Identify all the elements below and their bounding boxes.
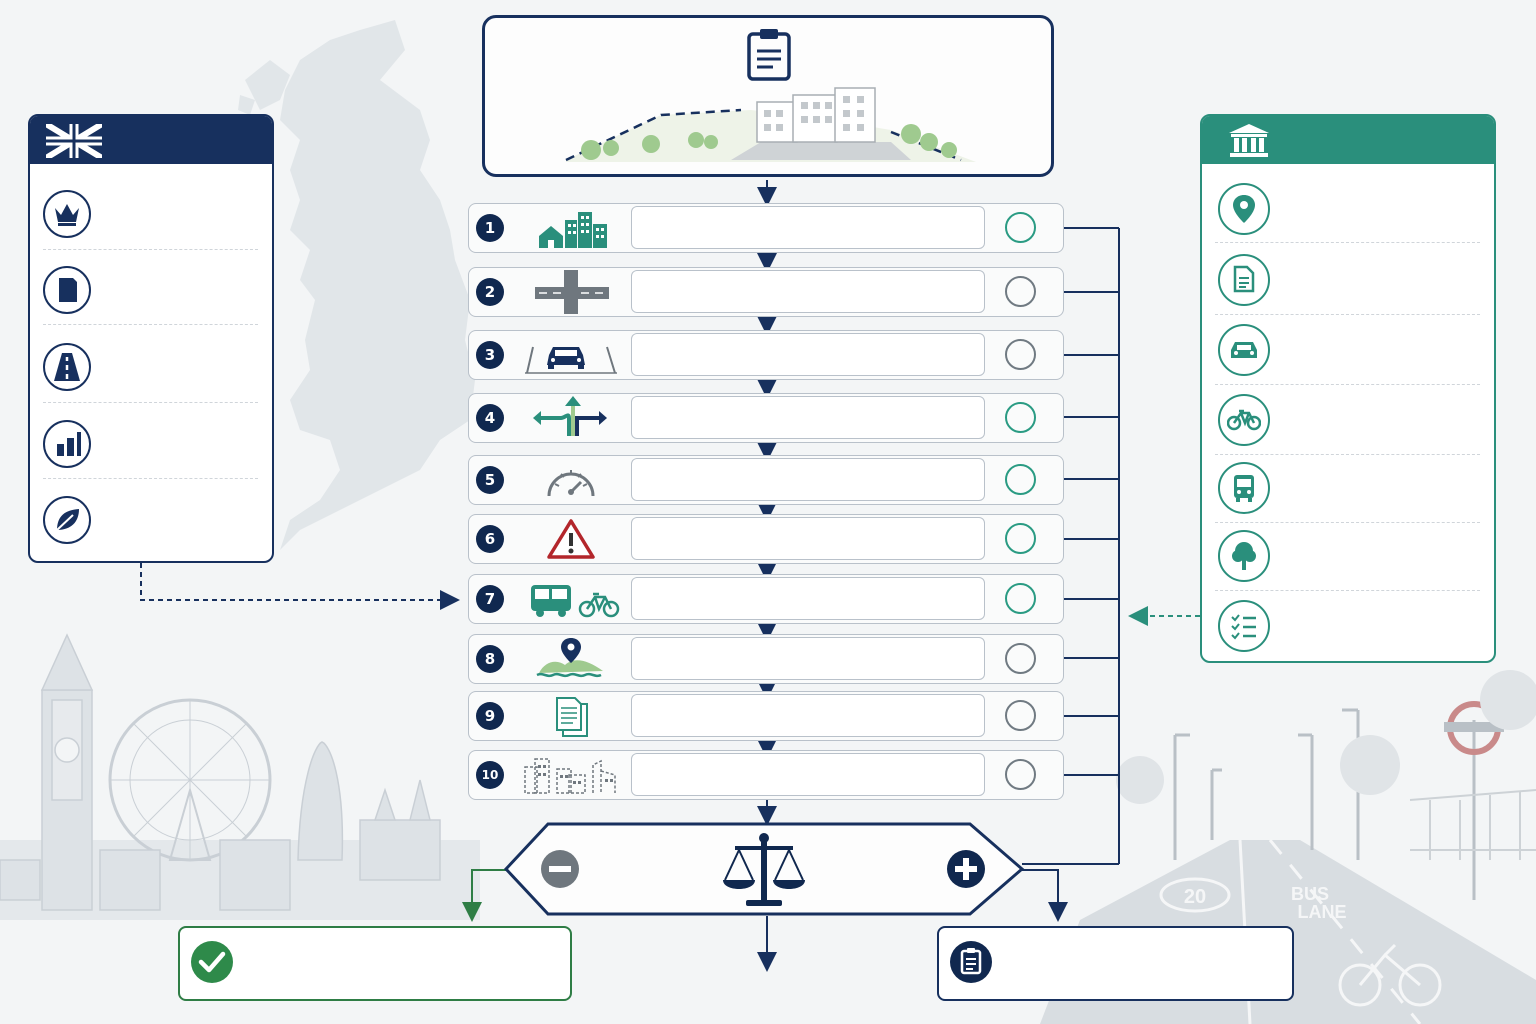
statistics-icon: [57, 432, 81, 456]
plus-icon[interactable]: [947, 850, 985, 888]
assessment-step-6[interactable]: 6: [468, 514, 1064, 564]
assessment-step-8[interactable]: 8: [468, 634, 1064, 684]
step-status-check[interactable]: [1005, 643, 1036, 674]
step-number: 6: [476, 525, 504, 553]
step-field[interactable]: [631, 333, 985, 376]
step-field[interactable]: [631, 458, 985, 501]
step-status-check[interactable]: [1005, 276, 1036, 307]
assessment-step-10[interactable]: 10: [468, 750, 1064, 800]
documents-icon: [556, 697, 588, 737]
buildings-icon: [539, 212, 607, 248]
assessment-step-9[interactable]: 9: [468, 691, 1064, 741]
council-building-icon: [1229, 124, 1269, 157]
step-number: 10: [476, 761, 504, 789]
policy-document-icon: [59, 278, 77, 302]
bus-lane-text-2: LANE: [1298, 902, 1347, 922]
bicycle-icon: [1227, 409, 1261, 431]
local-panel-header: [1202, 116, 1494, 164]
step-field[interactable]: [631, 206, 985, 249]
step-field[interactable]: [631, 396, 985, 439]
step-status-check[interactable]: [1005, 759, 1036, 790]
road-icon: [54, 353, 80, 381]
site-assessment-header: [482, 15, 1054, 177]
uk-map-silhouette: [238, 20, 475, 550]
assessment-step-5[interactable]: 5: [468, 455, 1064, 505]
step-number: 2: [476, 278, 504, 306]
step-number: 8: [476, 645, 504, 673]
union-flag-icon: [46, 124, 102, 158]
bicycle-road-marking: [1338, 943, 1442, 1007]
future-buildings-icon: [524, 758, 616, 794]
bus-and-bicycle-icon: [531, 585, 620, 618]
tree-icon: [1232, 542, 1256, 570]
bus-icon: [1234, 475, 1254, 502]
step-number: 5: [476, 466, 504, 494]
step-status-check[interactable]: [1005, 523, 1036, 554]
leaf-icon: [56, 509, 79, 531]
local-policy-panel: [1200, 114, 1496, 663]
step-status-check[interactable]: [1005, 700, 1036, 731]
step-field[interactable]: [631, 753, 985, 796]
step-field[interactable]: [631, 517, 985, 560]
planning-balance-panel: [503, 822, 1025, 916]
step-number: 9: [476, 702, 504, 730]
step-field[interactable]: [631, 637, 985, 680]
car-parking-icon: [525, 346, 617, 374]
step-status-check[interactable]: [1005, 339, 1036, 370]
step-status-check[interactable]: [1005, 464, 1036, 495]
bus-lane-text-1: BUS: [1291, 884, 1329, 904]
step-field[interactable]: [631, 577, 985, 620]
clipboard-icon: [950, 941, 992, 983]
step-field[interactable]: [631, 270, 985, 313]
assessment-step-7[interactable]: 7: [468, 574, 1064, 624]
national-panel-header: [30, 116, 272, 164]
step-number: 3: [476, 341, 504, 369]
assessment-step-1[interactable]: 1: [468, 203, 1064, 253]
car-icon: [1231, 342, 1257, 358]
assessment-step-2[interactable]: 2: [468, 267, 1064, 317]
speedometer-icon: [547, 470, 595, 497]
step-number: 7: [476, 585, 504, 613]
outcome-conditions-box: [937, 926, 1294, 1001]
step-number: 1: [476, 214, 504, 242]
assessment-step-4[interactable]: 4: [468, 393, 1064, 443]
checklist-icon: [1231, 614, 1256, 640]
step-number: 4: [476, 404, 504, 432]
road-marking-20: 20: [1184, 886, 1206, 908]
crown-icon: [55, 204, 79, 226]
national-policy-panel: [28, 114, 274, 563]
london-skyline: [0, 633, 480, 920]
warning-triangle-icon: [547, 519, 595, 559]
outcome-approve-box: [178, 926, 572, 1001]
balance-scales-icon: [723, 833, 805, 906]
step-status-check[interactable]: [1005, 583, 1036, 614]
direction-arrows-icon: [533, 396, 607, 436]
location-pin-icon: [1233, 195, 1255, 223]
step-status-check[interactable]: [1005, 212, 1036, 243]
bus-stop-sign: [1444, 701, 1504, 755]
urban-development-site-illustration: [565, 87, 976, 162]
step-field[interactable]: [631, 694, 985, 737]
step-status-check[interactable]: [1005, 402, 1036, 433]
document-icon: [1233, 265, 1255, 293]
minus-icon[interactable]: [541, 850, 579, 888]
road-junction-icon: [535, 270, 609, 314]
assessment-step-3[interactable]: 3: [468, 330, 1064, 380]
clipboard-icon: [747, 29, 791, 81]
location-landscape-icon: [536, 638, 603, 678]
check-icon: [191, 941, 233, 983]
